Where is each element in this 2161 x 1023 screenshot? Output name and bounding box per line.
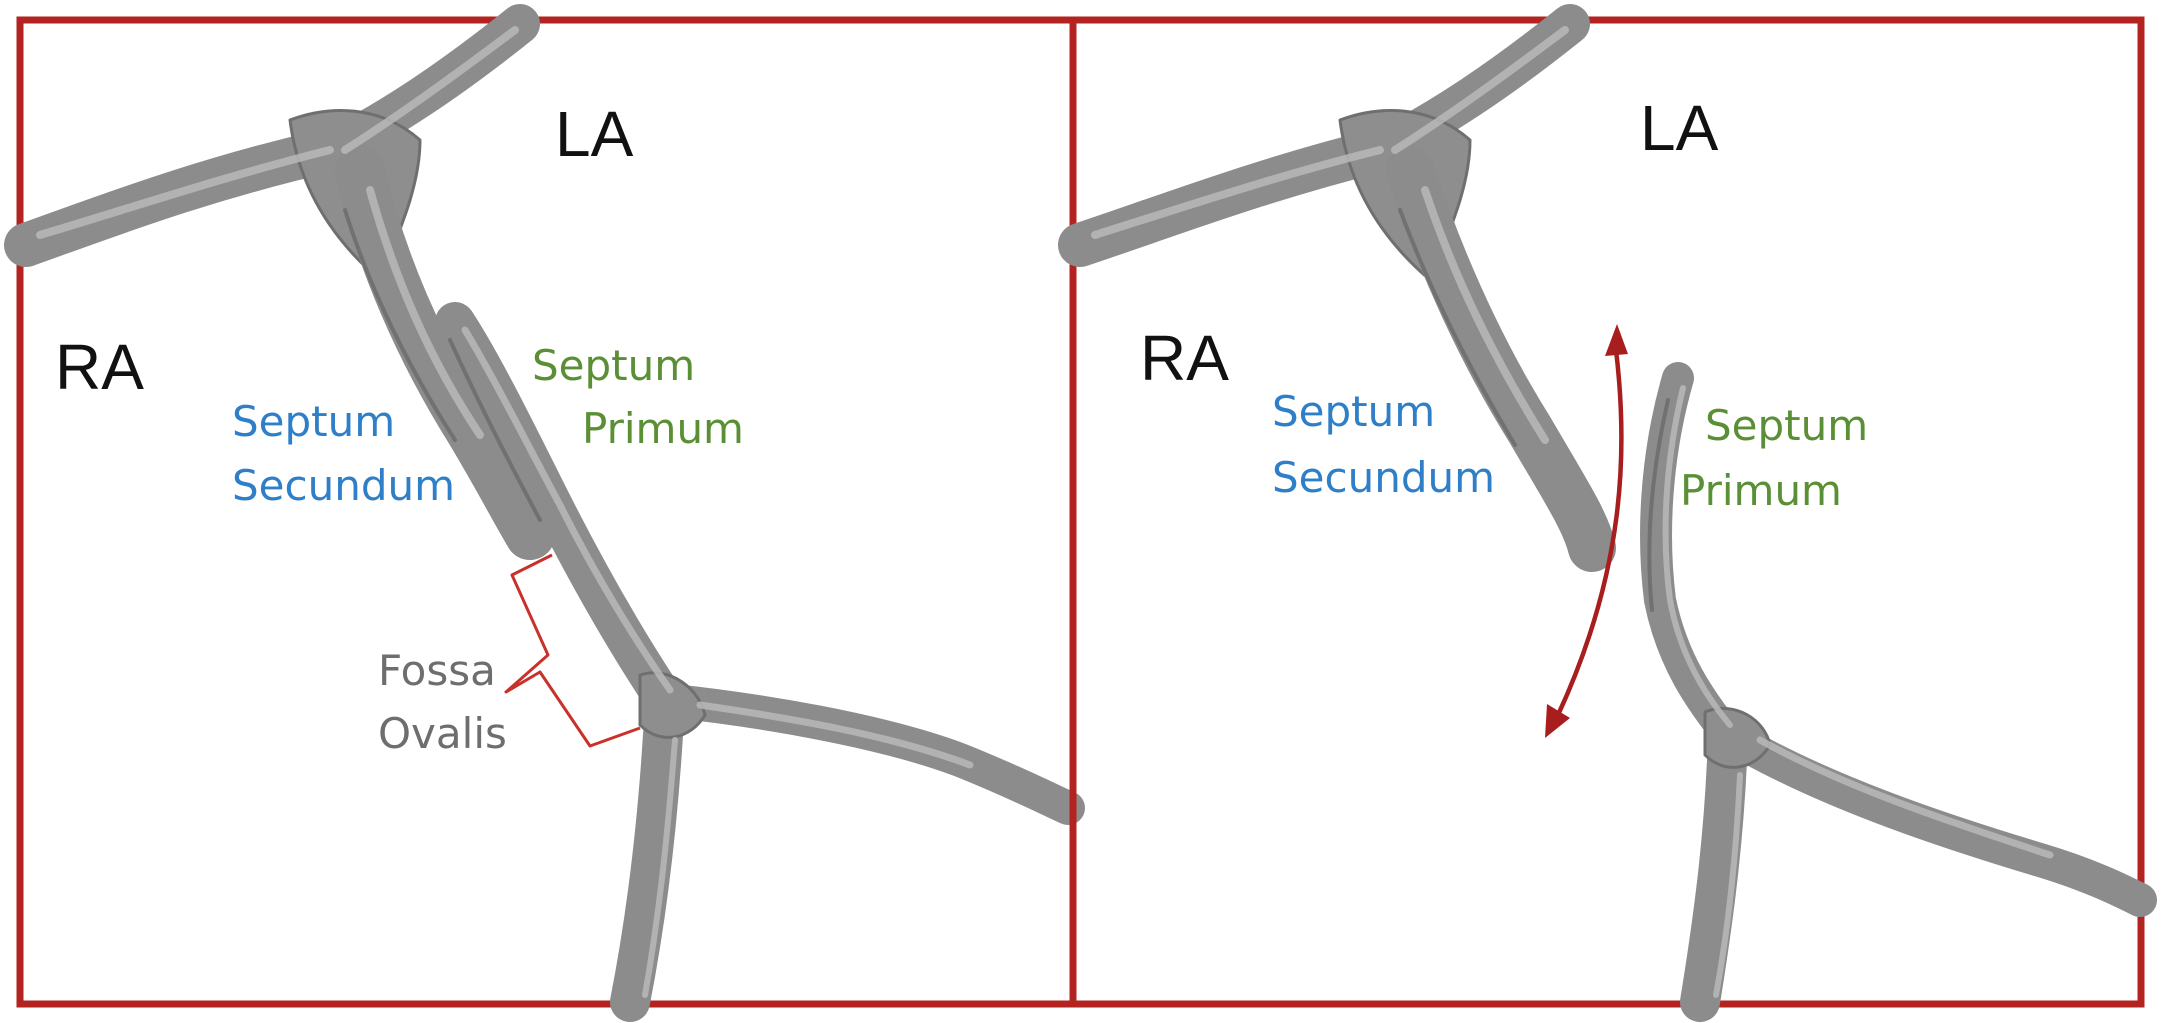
septum-primum-label-line2: Primum [582, 404, 744, 453]
panel-open-frame [1069, 16, 2145, 1008]
septum-secundum-label-open: Septum Secundum [1272, 387, 1495, 502]
fossa-ovalis-label: Fossa Ovalis [378, 646, 509, 758]
septum-secundum-tissue [4, 4, 555, 560]
la-label-open: LA [1640, 92, 1719, 164]
septum-secundum-label: Septum Secundum [232, 397, 455, 510]
septum-primum-label: Septum Primum [532, 341, 744, 453]
ra-label-open: RA [1140, 322, 1229, 394]
shunt-flow-arrow [1545, 324, 1628, 738]
ra-label: RA [55, 331, 144, 403]
septum-primum-label-open-line2: Primum [1680, 466, 1842, 515]
septum-secundum-tissue-open [1058, 4, 1616, 572]
la-label: LA [555, 98, 634, 170]
septum-secundum-label-line1: Septum [232, 397, 395, 446]
fossa-ovalis-bracket [504, 553, 641, 748]
septum-secundum-label-open-line1: Septum [1272, 387, 1435, 436]
shunt-flow-arrow-line [1555, 347, 1624, 718]
septum-secundum-label-open-line2: Secundum [1272, 453, 1495, 502]
fossa-ovalis-label-line1: Fossa [378, 646, 496, 695]
panel-open: LA RA Septum Secundum Septum Primum [1058, 4, 2157, 1022]
septum-secundum-label-line2: Secundum [232, 461, 455, 510]
septum-primum-label-open: Septum Primum [1680, 401, 1882, 515]
septum-primum-tissue [435, 302, 1085, 1022]
septum-primum-label-open-line1: Septum [1705, 401, 1868, 450]
arrow-head-down [1545, 704, 1570, 738]
panel-closed: LA RA Septum Secundum Septum Primum Foss… [4, 4, 1085, 1022]
fossa-ovalis-label-line2: Ovalis [378, 709, 507, 758]
septum-primum-tissue-open [1640, 362, 2157, 1022]
septum-primum-label-line1: Septum [532, 341, 695, 390]
arrow-head-up [1605, 324, 1628, 356]
